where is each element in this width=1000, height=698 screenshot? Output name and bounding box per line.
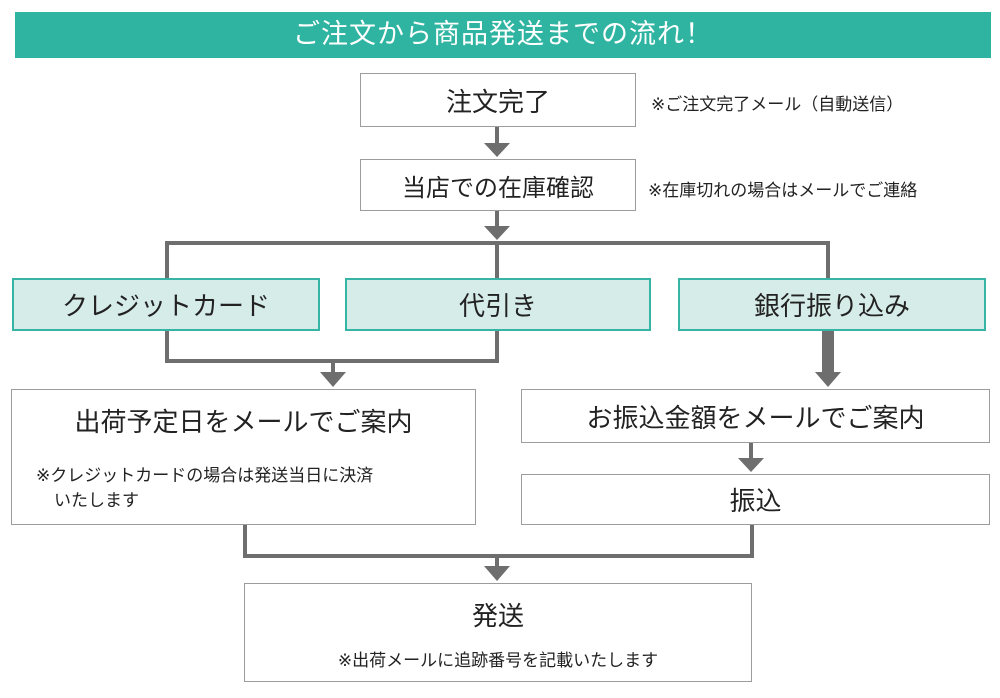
cod-label: 代引き [458,292,537,322]
shipping-notice-note-line2: いたします [54,491,139,511]
transfer-label: 振込 [729,487,782,517]
connector-final-merge [243,525,754,558]
step-transfer: 振込 [521,474,990,525]
payment-option-credit-card: クレジットカード [12,278,320,331]
step-stock-check-label: 当店での在庫確認 [402,173,594,202]
dispatch-label: 発送 [471,602,524,632]
note-order-complete: ※ご注文完了メール（自動送信） [651,95,904,115]
arrowhead-shipping-notice [320,372,346,387]
amount-notice-label: お振込金額をメールでご案内 [586,403,925,434]
step-shipping-date-notice: 出荷予定日をメールでご案内 ※クレジットカードの場合は発送当日に決済 いたします [11,389,476,525]
credit-card-label: クレジットカード [61,292,270,322]
bank-transfer-label: 銀行振り込み [753,292,910,322]
payment-option-cod: 代引き [345,278,651,331]
arrowhead-branch [484,226,510,240]
step-order-complete: 注文完了 [360,73,636,127]
step-order-complete-label: 注文完了 [445,87,550,118]
dispatch-note: ※出荷メールに追跡番号を記載いたします [337,651,659,671]
shipping-notice-note-line1: ※クレジットカードの場合は発送当日に決済 [36,466,374,486]
arrowhead-stock [484,143,510,157]
step-stock-check: 当店での在庫確認 [360,159,636,211]
connector-merge-card-cod [165,331,499,363]
step-amount-notice: お振込金額をメールでご案内 [521,389,990,443]
arrowhead-amount-notice [815,372,841,387]
step-dispatch: 発送 ※出荷メールに追跡番号を記載いたします [244,583,752,682]
arrowhead-dispatch [484,566,510,581]
note-stock-check: ※在庫切れの場合はメールでご連絡 [648,181,918,201]
flow-title-banner: ご注文から商品発送までの流れ！ [15,12,991,58]
arrowhead-transfer [738,458,764,472]
shipping-notice-label: 出荷予定日をメールでご案内 [74,408,413,438]
payment-option-bank-transfer: 銀行振り込み [678,278,986,331]
